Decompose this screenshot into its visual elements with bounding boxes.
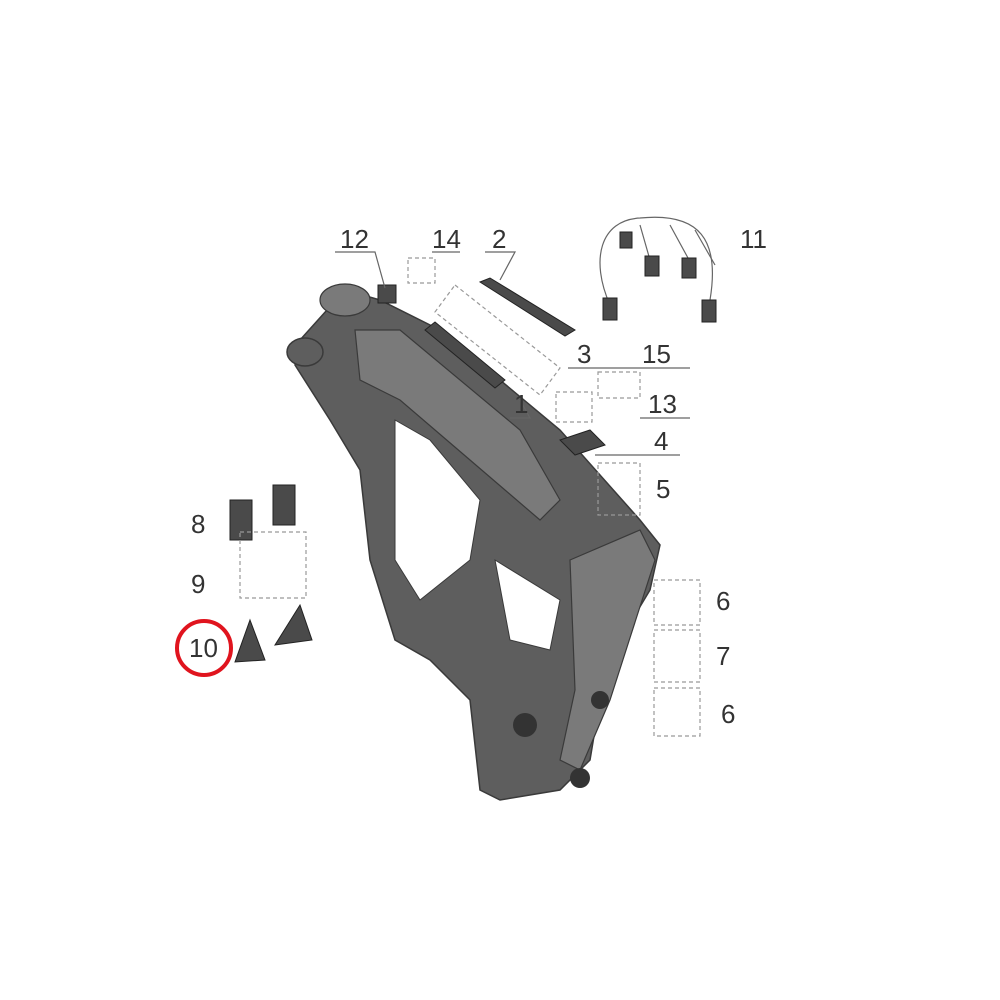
callout-8: 8	[191, 509, 205, 539]
triangle-bracket-10-right	[274, 603, 313, 646]
callout-11: 11	[740, 224, 767, 254]
plate-1-part	[424, 321, 506, 389]
callout-2: 2	[492, 224, 506, 254]
bolts-7-box	[653, 629, 701, 683]
triangle-bracket-10-left	[234, 618, 266, 663]
callout-5: 5	[656, 474, 670, 504]
bracket-12-part	[377, 284, 397, 304]
bolt-14-box	[407, 257, 436, 284]
bracket-8-left	[229, 499, 253, 541]
callout-7: 7	[716, 641, 730, 671]
callout-14: 14	[432, 224, 461, 254]
bolt-15-box	[597, 371, 641, 399]
highlight-circle	[175, 619, 233, 677]
callout-15: 15	[642, 339, 671, 369]
callout-6b: 6	[721, 699, 735, 729]
callout-1: 1	[514, 389, 528, 419]
rubber-pad-4-part	[559, 429, 606, 456]
callout-9: 9	[191, 569, 205, 599]
plate-2-part	[478, 277, 576, 337]
bracket-8-right	[272, 484, 296, 526]
nut-set-6b-box	[653, 687, 701, 737]
callout-6a: 6	[716, 586, 730, 616]
clip-13-box	[555, 391, 593, 423]
callout-labels: 12 14 2 11 3 15 1 13 4 5 8 9 10 6 7 6	[175, 224, 767, 729]
bolts-5-box	[597, 462, 641, 516]
callout-3: 3	[577, 339, 591, 369]
nut-set-6a-box	[653, 579, 701, 626]
bolts-9-box	[239, 531, 307, 599]
callout-10: 10	[189, 633, 218, 663]
callout-12: 12	[340, 224, 369, 254]
callout-13: 13	[648, 389, 677, 419]
motorcycle-frame	[286, 283, 661, 801]
wiring-harness-part	[599, 216, 717, 323]
callout-4: 4	[654, 426, 668, 456]
